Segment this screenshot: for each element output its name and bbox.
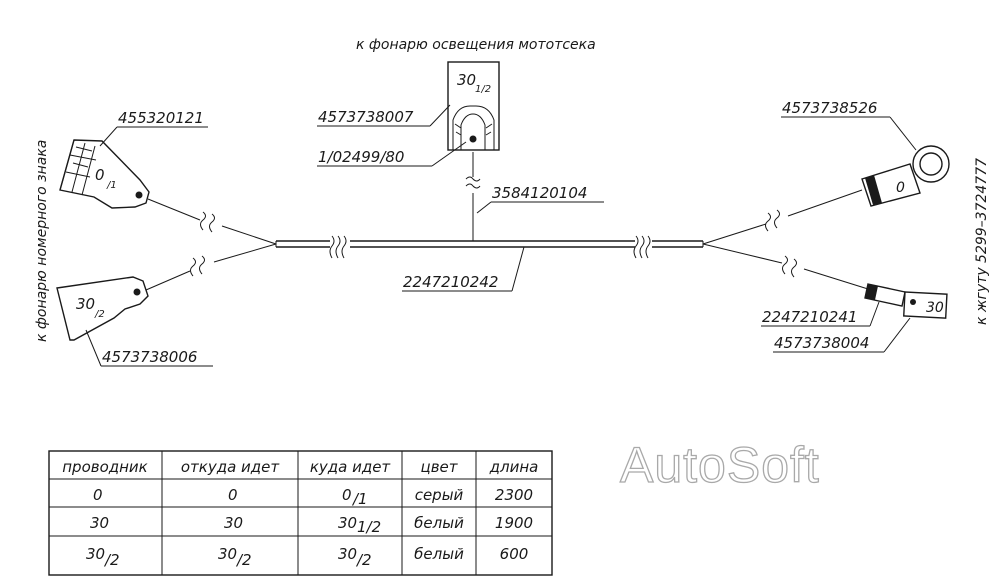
table-header-length: длина xyxy=(489,458,539,476)
table-cell: 0 xyxy=(342,486,352,504)
table-cell: 30 xyxy=(218,545,237,563)
label-4573738526: 4573738526 xyxy=(782,99,877,117)
table-cell: 600 xyxy=(500,545,529,563)
label-1-02499-80: 1/02499/80 xyxy=(318,148,404,166)
table-cell: 30 xyxy=(90,514,109,532)
left-upper-mark-sub: /1 xyxy=(106,180,117,191)
table-cell: белый xyxy=(414,514,464,532)
table-cell-sub: /2 xyxy=(355,551,372,569)
top-connector-mark-sub: 1/2 xyxy=(475,84,491,95)
top-connector: 30 1/2 xyxy=(447,61,500,151)
table-cell-sub: 1/2 xyxy=(357,518,381,536)
left-lower-connector: 30 /2 xyxy=(56,276,149,341)
table-header-from: откуда идет xyxy=(181,458,281,476)
branch-wires xyxy=(145,152,869,291)
label-455320121: 455320121 xyxy=(118,109,204,127)
table-cell: 30 xyxy=(86,545,105,563)
table-cell: 0 xyxy=(228,486,238,504)
label-2247210241: 2247210241 xyxy=(762,308,857,326)
wire-table: проводник откуда идет куда идет цвет дли… xyxy=(48,450,553,576)
table-header-conductor: проводник xyxy=(62,458,148,476)
left-lower-mark-sub: /2 xyxy=(94,309,105,320)
table-cell: 30 xyxy=(224,514,243,532)
right-label: к жгуту 5299–3724777 xyxy=(974,158,990,325)
table-cell-sub: /2 xyxy=(103,551,120,569)
label-4573738007: 4573738007 xyxy=(318,108,414,126)
right-plug-mark: 30 xyxy=(926,300,944,316)
watermark: AutoSoft xyxy=(620,437,820,493)
label-4573738004: 4573738004 xyxy=(774,334,869,352)
top-connector-mark: 30 xyxy=(457,71,476,89)
right-ring-terminal: 0 xyxy=(861,145,950,207)
table-cell-sub: /1 xyxy=(351,490,368,508)
table-cell: белый xyxy=(414,545,464,563)
left-label: к фонарю номерного знака xyxy=(34,140,50,342)
left-upper-connector: 0 /1 xyxy=(59,139,150,209)
label-2247210242: 2247210242 xyxy=(403,273,498,291)
table-cell: серый xyxy=(415,486,464,504)
table-header-color: цвет xyxy=(420,458,458,476)
label-3584120104: 3584120104 xyxy=(492,184,587,202)
table-cell: 0 xyxy=(93,486,103,504)
right-plug: 30 xyxy=(864,283,948,319)
table-cell: 2300 xyxy=(495,486,533,504)
main-harness xyxy=(275,235,704,259)
table-header-to: куда идет xyxy=(310,458,392,476)
table-cell: 1900 xyxy=(495,514,533,532)
left-lower-mark: 30 xyxy=(76,295,95,313)
part-labels: 455320121 4573738007 1/02499/80 35841201… xyxy=(85,99,917,367)
table-cell: 30 xyxy=(338,545,357,563)
label-4573738006: 4573738006 xyxy=(102,348,197,366)
left-upper-mark: 0 xyxy=(95,166,105,184)
top-label: к фонарю освещения мототсека xyxy=(356,37,596,53)
right-ring-mark: 0 xyxy=(896,180,905,196)
table-cell: 30 xyxy=(338,514,357,532)
table-cell-sub: /2 xyxy=(235,551,252,569)
